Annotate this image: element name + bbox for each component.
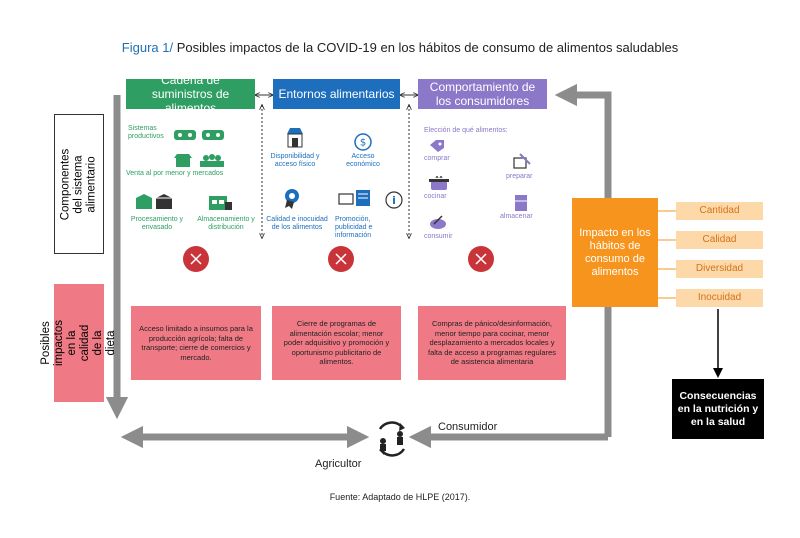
close-icon — [328, 246, 354, 272]
impacts-label: Posibles impactos en la calidad de la di… — [40, 319, 117, 367]
item-quality-safety: Calidad e inocuidad de los alimentos — [266, 216, 328, 231]
components-label-box: Componentes del sistema alimentario — [54, 114, 104, 254]
cycle-icon — [378, 421, 406, 457]
source-note: Fuente: Adaptado de HLPE (2017). — [329, 492, 471, 502]
right-frame-arrow — [554, 83, 612, 437]
figure-label: Figura 1/ — [121, 40, 174, 55]
header-supply-chain: Cadena de suministros de alimentos — [126, 73, 255, 115]
figure-title-text: Posibles impactos de la COVID-19 en los … — [176, 40, 679, 55]
consumer-label: Consumidor — [438, 421, 498, 433]
item-storage: Almacenamiento y distribución — [197, 216, 255, 231]
fridge-icon — [515, 195, 527, 211]
dimension-safety: Inocuidad — [676, 289, 763, 307]
consumption-impact-box: Impacto en los hábitos de consumo de ali… — [572, 198, 658, 307]
behavior-intro: Elección de qué alimentos: — [424, 127, 508, 134]
header-consumer-behavior: Comportamiento de los consumidores — [418, 79, 547, 109]
svg-text:i: i — [392, 194, 396, 207]
consequences-box: Consecuencias en la nutrición y en la sa… — [672, 379, 764, 439]
tag-icon — [430, 140, 444, 152]
dimension-quantity: Cantidad — [676, 202, 763, 220]
dimension-quality: Calidad — [676, 231, 763, 249]
item-economic-access: Acceso económico — [346, 153, 380, 168]
item-processing: Procesamiento y envasado — [130, 216, 184, 231]
farmer-label: Agricultor — [315, 458, 362, 470]
item-consume: consumir — [424, 233, 453, 240]
item-prepare: preparar — [506, 173, 533, 180]
close-icon — [468, 246, 494, 272]
item-productive-systems: Sistemas productivos — [128, 125, 164, 140]
warehouse-icon — [209, 196, 232, 210]
package-icon — [136, 194, 172, 209]
dimension-diversity: Diversidad — [676, 260, 763, 278]
shop-icon — [287, 128, 303, 148]
close-icon — [183, 246, 209, 272]
svg-text:$: $ — [360, 138, 366, 149]
item-buy: comprar — [424, 155, 450, 162]
pot-icon — [429, 176, 449, 190]
impact-supply-box: Acceso limitado a insumos para la produc… — [131, 306, 261, 380]
item-promotion: Promoción, publicidad e información — [335, 216, 373, 239]
header-food-environments: Entornos alimentarios — [273, 79, 400, 109]
item-store: almacenar — [500, 213, 533, 220]
market-icon — [174, 154, 224, 167]
item-cook: cocinar — [424, 193, 447, 200]
item-availability: Disponibilidad y acceso físico — [270, 153, 320, 168]
item-retail-markets: Venta al por menor y mercados — [126, 170, 224, 177]
tractor-icon — [174, 130, 224, 140]
quality-icon — [285, 189, 299, 209]
figure-title: Figura 1/ Posibles impactos de la COVID-… — [0, 40, 800, 55]
prep-icon — [513, 153, 531, 169]
impact-behavior-box: Compras de pánico/desinformación, menor … — [418, 306, 566, 380]
impact-environment-box: Cierre de programas de alimentación esco… — [272, 306, 401, 380]
components-label: Componentes del sistema alimentario — [59, 148, 98, 220]
impacts-label-box: Posibles impactos en la calidad de la di… — [40, 284, 117, 402]
promotion-icon: i — [338, 190, 403, 209]
coin-icon: $ — [354, 133, 372, 151]
eat-icon — [430, 215, 446, 229]
